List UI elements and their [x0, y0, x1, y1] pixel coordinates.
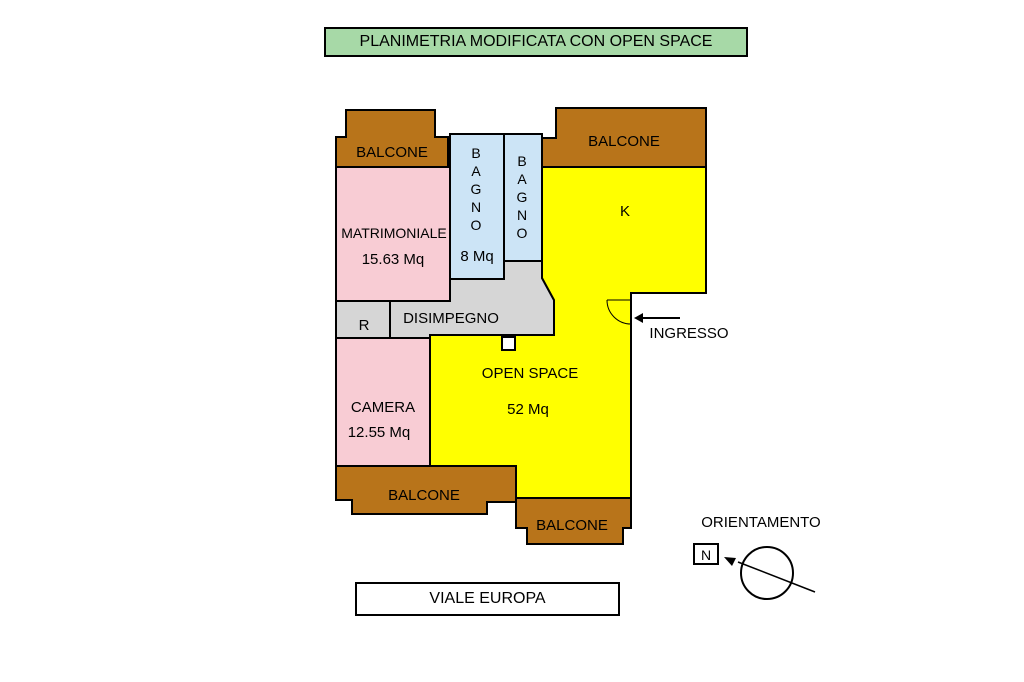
label-camera-area: 12.55 Mq — [348, 424, 411, 441]
label-orientation: ORIENTAMENTO — [701, 514, 820, 531]
svg-text:G: G — [471, 181, 482, 197]
svg-text:A: A — [471, 163, 481, 179]
svg-text:A: A — [517, 171, 527, 187]
north-box — [693, 543, 719, 565]
svg-text:O: O — [471, 217, 482, 233]
svg-text:B: B — [471, 145, 480, 161]
label-bagno-1: B A G N O — [471, 145, 482, 233]
label-balcone-bottom-right: BALCONE — [536, 517, 608, 534]
label-balcone-top-right: BALCONE — [588, 133, 660, 150]
label-balcone-bottom-left: BALCONE — [388, 487, 460, 504]
svg-text:G: G — [517, 189, 528, 205]
label-ripostiglio: R — [359, 317, 370, 334]
label-open-space-area: 52 Mq — [507, 401, 549, 418]
room-open-space — [429, 166, 707, 499]
label-matrimoniale-area: 15.63 Mq — [362, 251, 425, 268]
label-camera: CAMERA — [351, 399, 415, 416]
svg-text:B: B — [517, 153, 526, 169]
room-camera — [335, 337, 431, 467]
label-bagno-2: B A G N O — [517, 153, 528, 241]
pillar — [501, 336, 516, 351]
label-matrimoniale: MATRIMONIALE — [341, 225, 447, 241]
label-bagno-1-area: 8 Mq — [460, 248, 493, 265]
label-open-space: OPEN SPACE — [482, 365, 578, 382]
label-balcone-top-left: BALCONE — [356, 144, 428, 161]
svg-text:N: N — [471, 199, 481, 215]
label-kitchen: K — [620, 203, 630, 220]
compass-icon — [724, 546, 816, 600]
plan-title: PLANIMETRIA MODIFICATA CON OPEN SPACE — [324, 27, 748, 57]
street-label: VIALE EUROPA — [355, 582, 620, 616]
label-entrance: INGRESSO — [649, 325, 728, 342]
entrance-arrow-icon — [634, 313, 643, 323]
entrance-door — [606, 299, 632, 325]
svg-text:O: O — [517, 225, 528, 241]
svg-text:N: N — [517, 207, 527, 223]
label-north: N — [701, 547, 711, 563]
balcony-bottom-right — [515, 497, 632, 545]
label-disimpegno: DISIMPEGNO — [403, 310, 499, 327]
